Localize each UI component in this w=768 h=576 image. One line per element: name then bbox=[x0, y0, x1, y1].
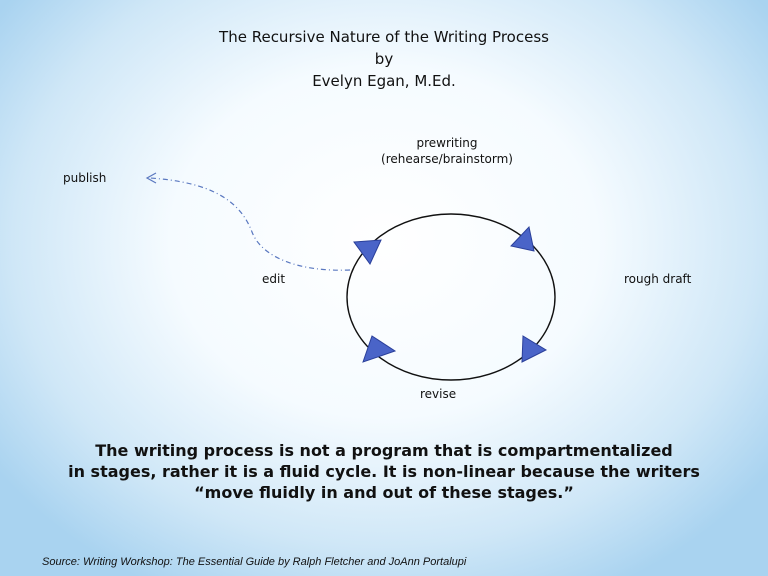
source-citation: Source: Writing Workshop: The Essential … bbox=[42, 556, 467, 568]
title-line-1: The Recursive Nature of the Writing Proc… bbox=[219, 28, 549, 46]
arrow-bottom-left bbox=[362, 335, 397, 363]
title-line-2: by bbox=[374, 50, 394, 68]
quote-line-2: in stages, rather it is a fluid cycle. I… bbox=[68, 462, 700, 481]
arrow-top-right bbox=[510, 225, 535, 252]
publish-arrowhead bbox=[145, 172, 157, 184]
stage-prewriting-label: prewriting bbox=[416, 136, 478, 150]
stage-prewriting-sublabel: (rehearse/brainstorm) bbox=[381, 152, 513, 166]
stage-revise: revise bbox=[420, 387, 457, 401]
title-line-3: Evelyn Egan, M.Ed. bbox=[312, 72, 456, 90]
quote-line-1: The writing process is not a program tha… bbox=[95, 441, 673, 460]
stage-prewriting: prewriting (rehearse/brainstorm) bbox=[362, 135, 532, 167]
quote-line-3: “move fluidly in and out of these stages… bbox=[194, 483, 574, 502]
summary-quote: The writing process is not a program tha… bbox=[40, 440, 728, 503]
stage-publish: publish bbox=[63, 171, 107, 185]
stage-rough-draft: rough draft bbox=[624, 272, 692, 286]
arrow-bottom-right bbox=[521, 335, 548, 363]
diagram-title: The Recursive Nature of the Writing Proc… bbox=[0, 26, 768, 92]
arrow-top-left bbox=[353, 239, 382, 265]
cycle-ellipse bbox=[346, 213, 556, 381]
edit-to-publish-dashed-line bbox=[149, 177, 351, 271]
stage-edit: edit bbox=[262, 272, 286, 286]
